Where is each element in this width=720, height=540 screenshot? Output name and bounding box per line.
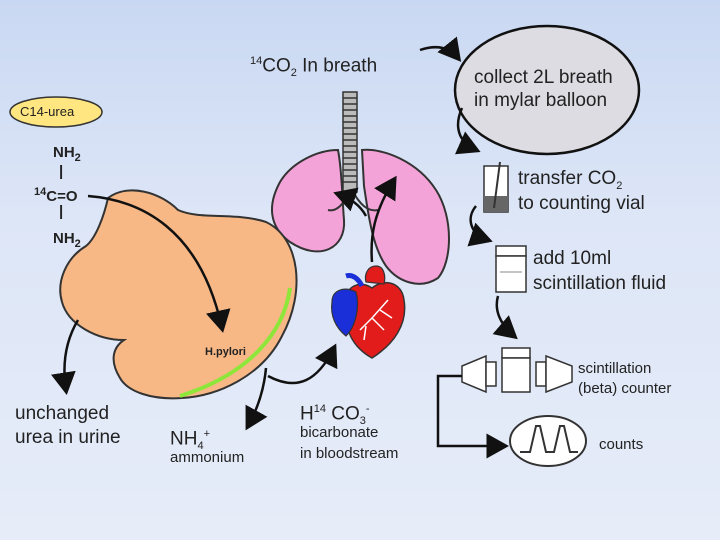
- urine-line1: unchanged: [15, 403, 110, 424]
- bicarbonate-line2: bicarbonate: [300, 424, 379, 441]
- carbon-text: C=O: [46, 188, 78, 205]
- nh2-top-sub: 2: [74, 152, 81, 164]
- carbon-isotope: 14: [34, 186, 47, 198]
- ammonium-sub: 4: [197, 440, 204, 453]
- bicarbonate-formula: H14 CO3-: [300, 398, 370, 432]
- bicarbonate-line3: in bloodstream: [300, 445, 399, 462]
- ammonium-name: ammonium: [170, 449, 245, 466]
- urea-badge-text: C14-urea: [20, 104, 75, 119]
- breath-isotope: 14: [250, 55, 263, 67]
- bicarb-sub: 3: [359, 415, 366, 428]
- ammonium-formula: NH4+: [170, 423, 210, 457]
- bicarb-iso: 14: [313, 403, 326, 415]
- carbon-group: 14C=O: [34, 183, 78, 206]
- counter-device-icon: [461, 347, 573, 394]
- breath-co: CO: [262, 55, 291, 77]
- ammonium-sup: +: [203, 428, 211, 440]
- breath-sub: 2: [290, 67, 297, 80]
- stomach: [59, 189, 298, 400]
- balloon-line1: collect 2L breath: [474, 67, 613, 88]
- hpylori-label: H.pylori: [205, 346, 246, 358]
- transfer-line2: to counting vial: [518, 193, 645, 214]
- transfer-vial-icon: [483, 161, 509, 213]
- bicarb-h: H: [300, 403, 314, 425]
- mylar-balloon: [453, 24, 641, 156]
- transfer-text: transfer CO: [518, 168, 617, 189]
- fluid-line2: scintillation fluid: [533, 273, 667, 294]
- bicarb-sup: -: [365, 403, 370, 415]
- trachea: [342, 91, 358, 193]
- bond-bottom: |: [59, 203, 64, 220]
- nh2-bottom: NH2: [53, 230, 81, 253]
- fluid-line1: add 10ml: [533, 248, 612, 269]
- bond-top: |: [59, 163, 64, 180]
- process-arrows: [50, 36, 518, 459]
- transfer-line1: transfer CO2: [518, 168, 622, 197]
- nh2-bottom-text: NH: [53, 230, 75, 247]
- lungs: [270, 148, 450, 285]
- nh2-bottom-sub: 2: [74, 238, 81, 250]
- counts-display-icon: [509, 415, 587, 467]
- nh2-top: NH2: [53, 144, 81, 167]
- heart: [331, 265, 406, 359]
- fluid-vial-icon: [495, 245, 527, 293]
- balloon-line2: in mylar balloon: [474, 90, 608, 111]
- counter-line1: scintillation: [578, 360, 652, 377]
- nh2-top-text: NH: [53, 144, 75, 161]
- urine-line2: urea in urine: [15, 427, 121, 448]
- bicarb-co: CO: [325, 403, 360, 425]
- counts-label: counts: [599, 436, 644, 453]
- breath-rest: In breath: [296, 55, 378, 77]
- ammonium-nh: NH: [170, 428, 198, 450]
- urea-badge: [9, 96, 103, 128]
- breath-label: 14CO2 In breath: [250, 50, 377, 84]
- counter-line2: (beta) counter: [578, 380, 672, 397]
- transfer-sub: 2: [616, 179, 623, 192]
